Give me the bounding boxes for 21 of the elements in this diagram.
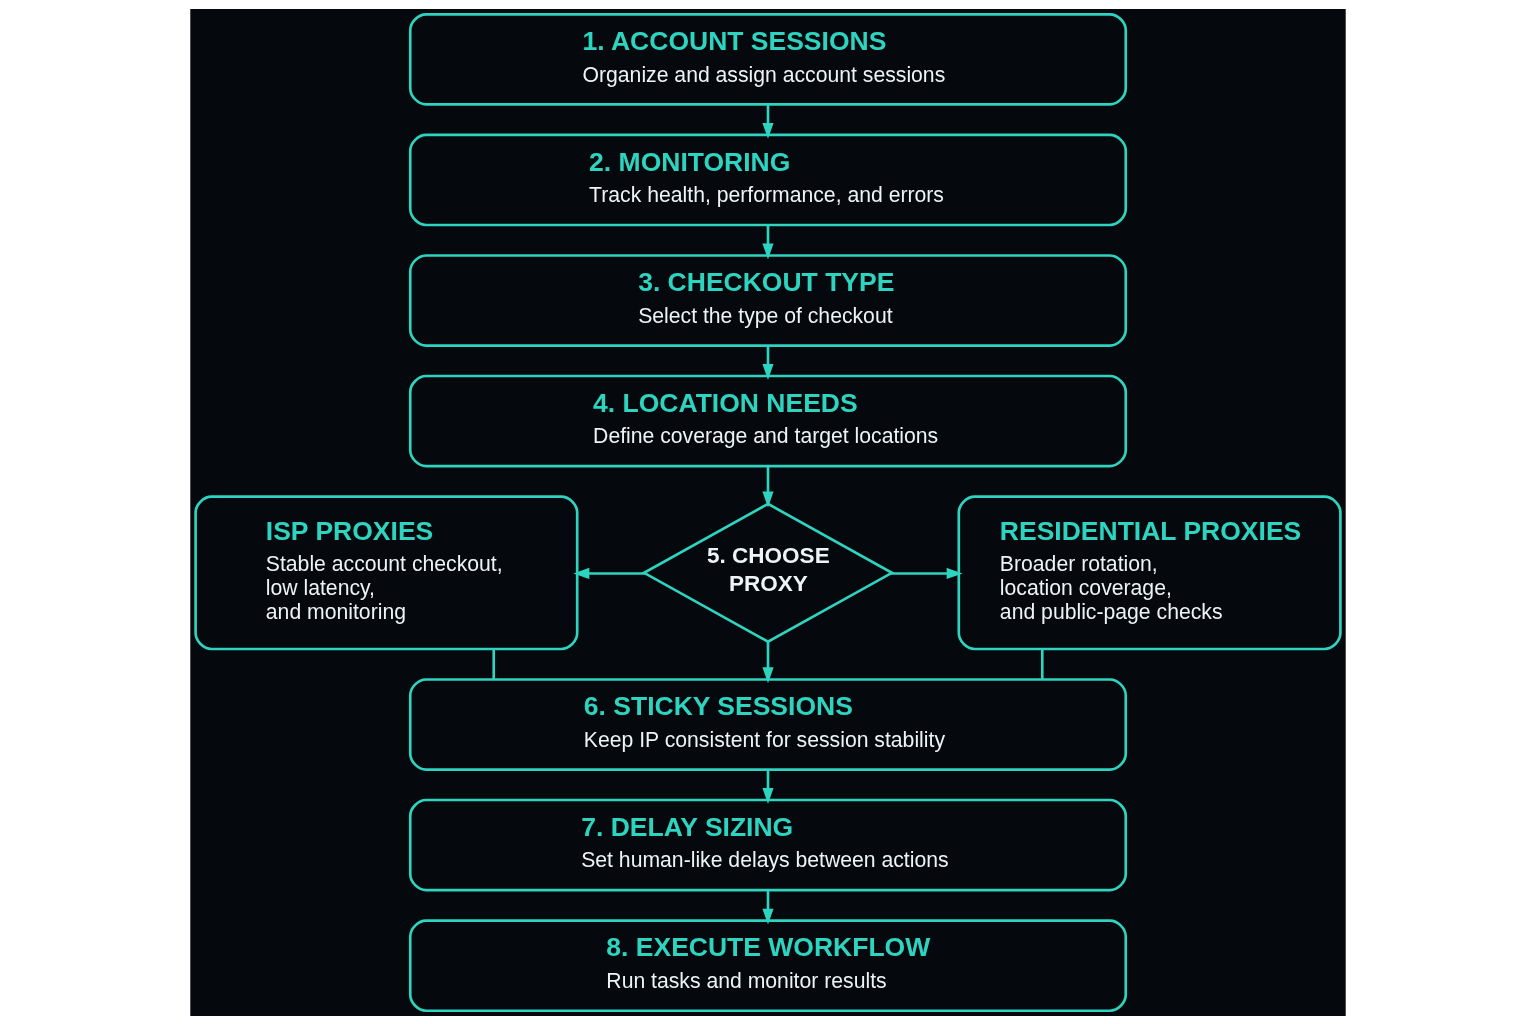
arrow: [762, 224, 774, 259]
connector: [492, 648, 496, 679]
node-box: 8. EXECUTE WORKFLOW Run tasks and monitor results: [408, 918, 1128, 1012]
node-box: 3. CHECKOUT TYPE Select the type of checkout: [408, 253, 1128, 347]
node-box: 6. STICKY SESSIONS Keep IP consistent for session stability: [408, 677, 1128, 771]
arrow: [762, 465, 774, 507]
connector: [1040, 648, 1044, 679]
node-box: 4. LOCATION NEEDS Define coverage and target locations: [408, 374, 1128, 467]
arrow: [762, 641, 774, 683]
node-box: RESIDENTIAL PROXIES Broader rotation, location coverage, and public-page checks: [957, 494, 1342, 650]
arrow: [573, 567, 646, 579]
node-box: 2. MONITORING Track health, performance, and errors: [408, 133, 1128, 226]
arrow: [762, 345, 774, 380]
node-diamond: 5. CHOOSE PROXY: [641, 501, 895, 643]
arrow: [762, 769, 774, 804]
arrow: [762, 104, 774, 139]
node-box: 7. DELAY SIZING Set human-like delays between actions: [408, 798, 1128, 891]
arrow: [890, 567, 963, 579]
node-box: ISP PROXIES Stable account checkout, low latency, and monitoring: [194, 494, 579, 650]
node-box: 1. ACCOUNT SESSIONS Organize and assign account sessions: [408, 12, 1128, 106]
arrow: [762, 889, 774, 925]
